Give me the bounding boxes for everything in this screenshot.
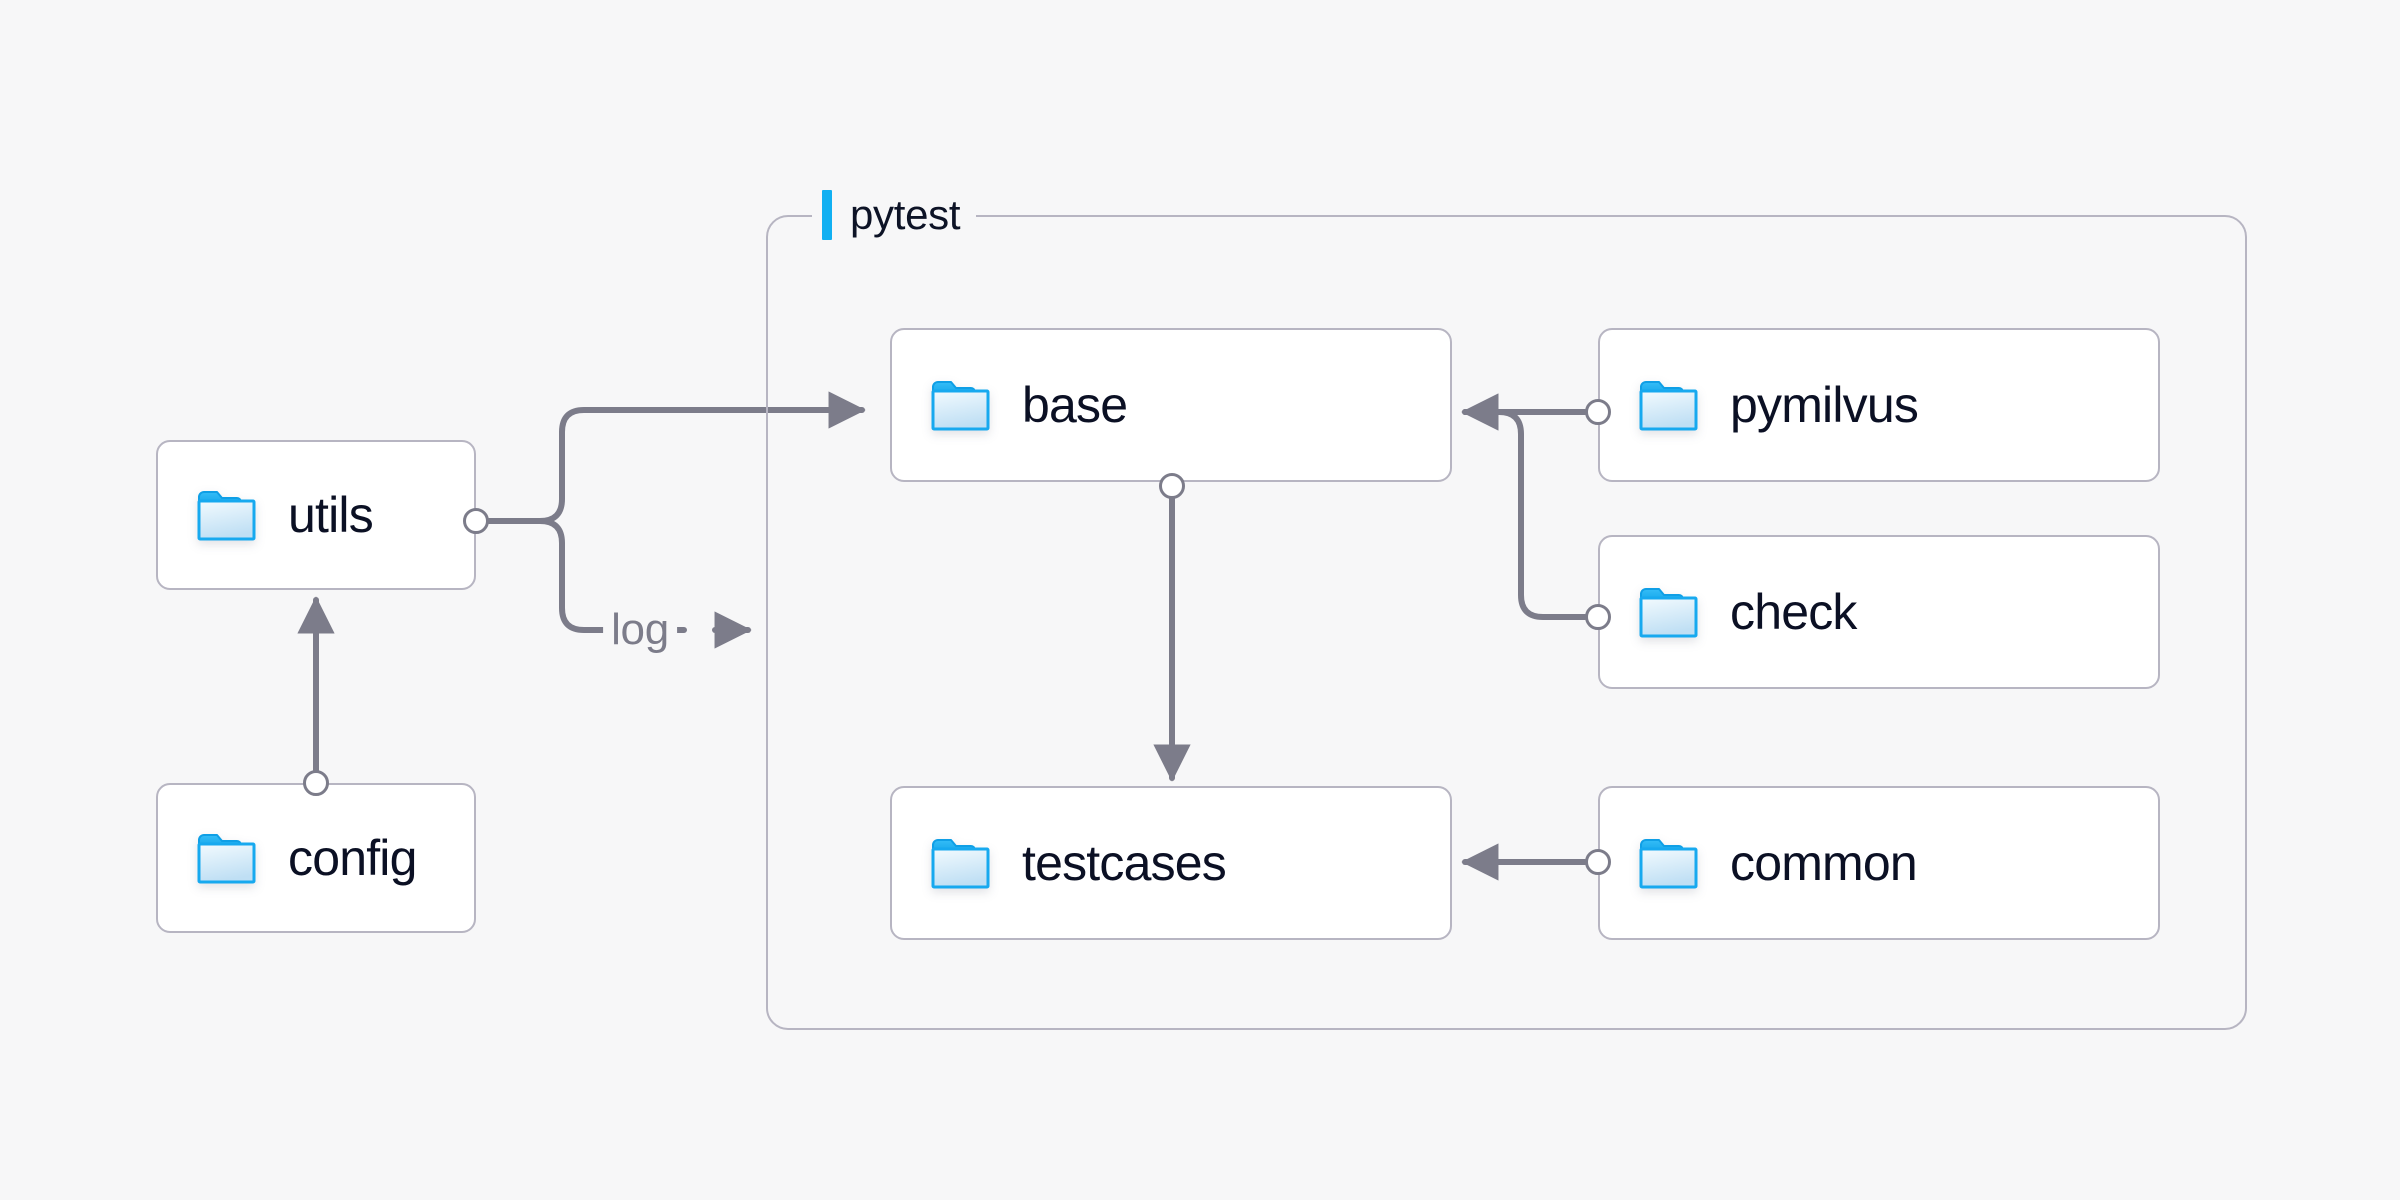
node-check[interactable]: check: [1598, 535, 2160, 689]
node-utils-label: utils: [288, 487, 374, 543]
folder-icon: [1639, 381, 1698, 431]
node-common[interactable]: common: [1598, 786, 2160, 940]
folder-icon: [197, 491, 256, 541]
folder-icon: [197, 834, 256, 884]
group-accent-bar: [822, 190, 832, 240]
folder-icon: [931, 381, 990, 431]
node-testcases-label: testcases: [1022, 835, 1227, 891]
node-check-label: check: [1730, 584, 1857, 640]
node-config[interactable]: config: [156, 783, 476, 933]
node-utils[interactable]: utils: [156, 440, 476, 590]
folder-icon: [1639, 839, 1698, 889]
edge-label-log: log: [603, 608, 677, 652]
port-config-top[interactable]: [303, 770, 329, 796]
node-base[interactable]: base: [890, 328, 1452, 482]
folder-icon: [931, 839, 990, 889]
node-pymilvus[interactable]: pymilvus: [1598, 328, 2160, 482]
port-pymilvus-left[interactable]: [1585, 399, 1611, 425]
node-pymilvus-label: pymilvus: [1730, 377, 1919, 433]
port-base-bottom[interactable]: [1159, 473, 1185, 499]
node-common-label: common: [1730, 835, 1918, 891]
group-title: pytest: [850, 191, 961, 238]
folder-icon: [1639, 588, 1698, 638]
node-config-label: config: [288, 830, 417, 886]
node-base-label: base: [1022, 377, 1128, 433]
port-common-left[interactable]: [1585, 849, 1611, 875]
group-pytest[interactable]: [766, 215, 2247, 1030]
group-pytest-label: pytest: [812, 188, 977, 242]
port-utils-right[interactable]: [463, 508, 489, 534]
port-check-left[interactable]: [1585, 604, 1611, 630]
node-testcases[interactable]: testcases: [890, 786, 1452, 940]
